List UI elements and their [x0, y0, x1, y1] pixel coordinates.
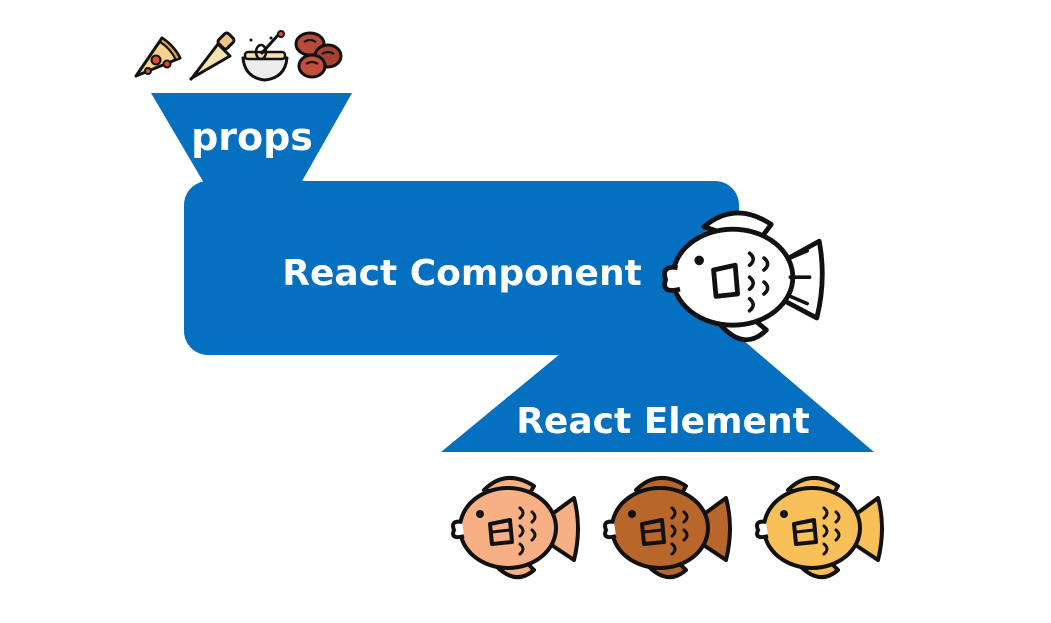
- element-label: React Element: [516, 401, 810, 442]
- red-beans-icon: [294, 31, 343, 79]
- props-label: props: [191, 115, 313, 159]
- element-funnel: [441, 334, 874, 452]
- pizza-slice-icon: [134, 36, 182, 78]
- props-funnel: [151, 93, 352, 183]
- ingredient-icons: [134, 30, 343, 82]
- fish-mold-icon: [662, 210, 825, 342]
- component-label: React Component: [282, 253, 642, 294]
- taiyaki-fish-icon: [603, 475, 732, 580]
- taiyaki-fish-icon: [451, 475, 580, 580]
- mixing-bowl-icon: [241, 30, 289, 82]
- component-block: [184, 181, 739, 355]
- output-fish-row: [451, 475, 884, 580]
- taiyaki-fish-icon: [755, 475, 884, 580]
- piping-bag-icon: [188, 31, 236, 82]
